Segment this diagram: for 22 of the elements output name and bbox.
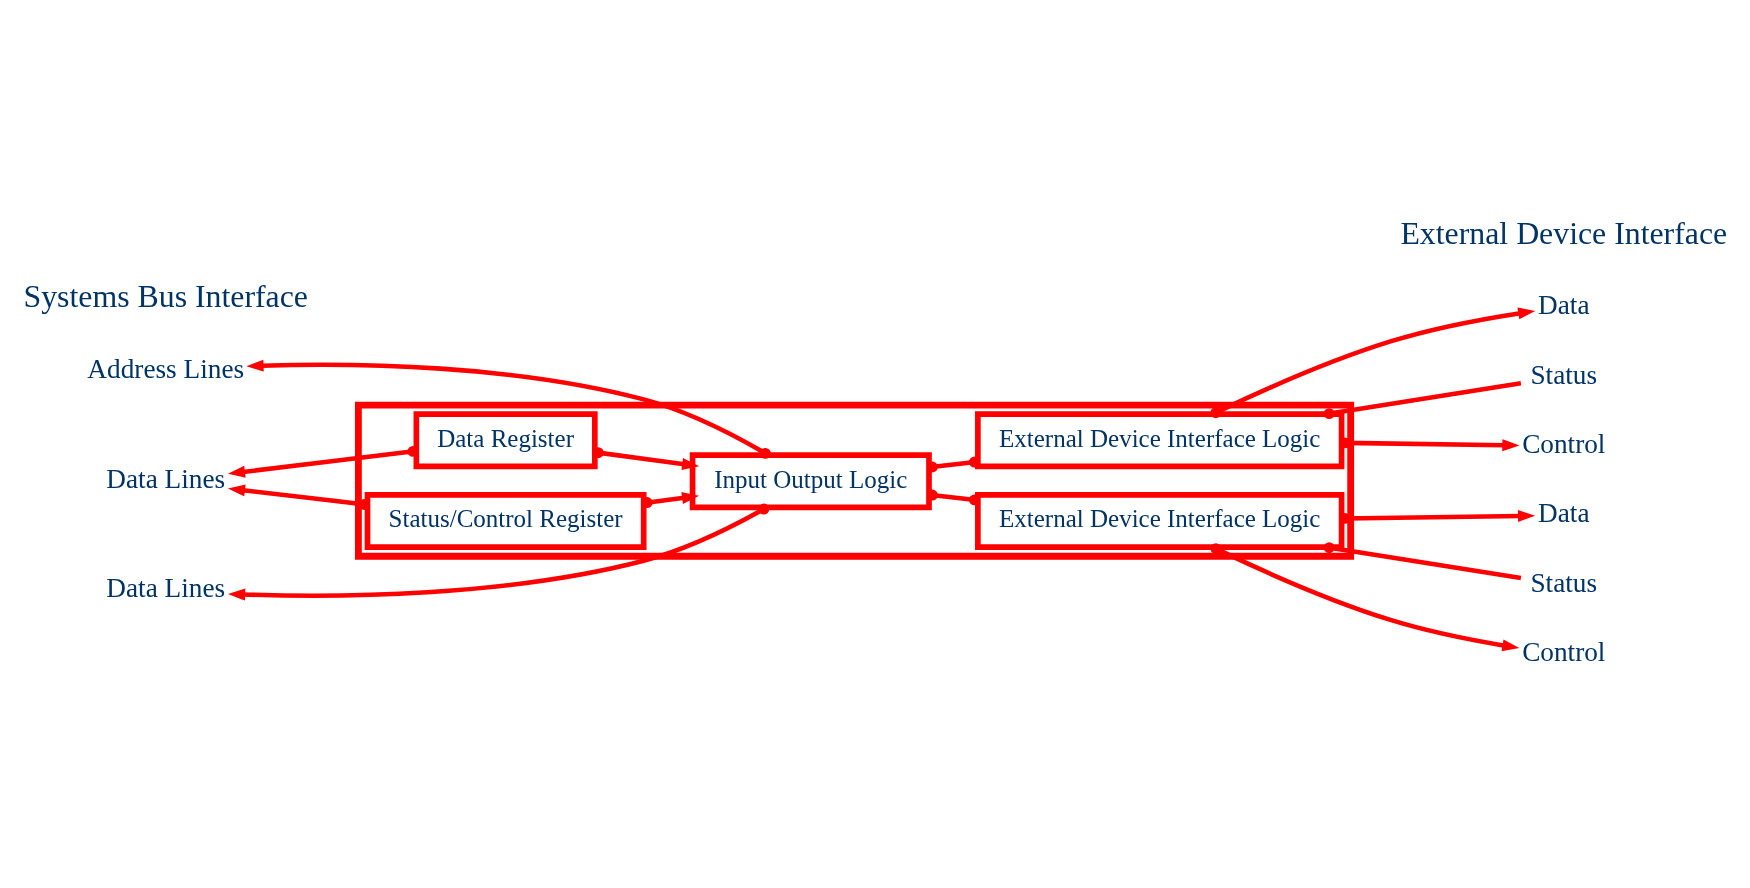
node-text: Control [1522,429,1606,460]
arrow [1210,307,1536,419]
node-box: Input Output Logic [689,452,932,511]
arrow [1210,543,1520,652]
arrow [246,359,771,459]
node-text: Address Lines [87,354,245,385]
node-text: Data [1538,498,1590,529]
node-text: Data Lines [106,464,226,495]
connector [1323,542,1522,581]
node-text: Status [1530,359,1598,390]
node-text: Data Lines [106,573,226,604]
node-box: External Device Interface Logic [975,411,1345,470]
node-text: Status [1530,567,1598,598]
node-text: Control [1522,637,1606,668]
label: Systems Bus Interface [23,279,308,315]
connector [1323,381,1522,420]
arrow [228,503,770,601]
node-box: Data Register [413,411,598,470]
label: External Device Interface [1400,215,1728,251]
node-box: Status/Control Register [364,492,647,550]
node-box: External Device Interface Logic [975,492,1345,550]
node-text: Data [1538,290,1590,321]
